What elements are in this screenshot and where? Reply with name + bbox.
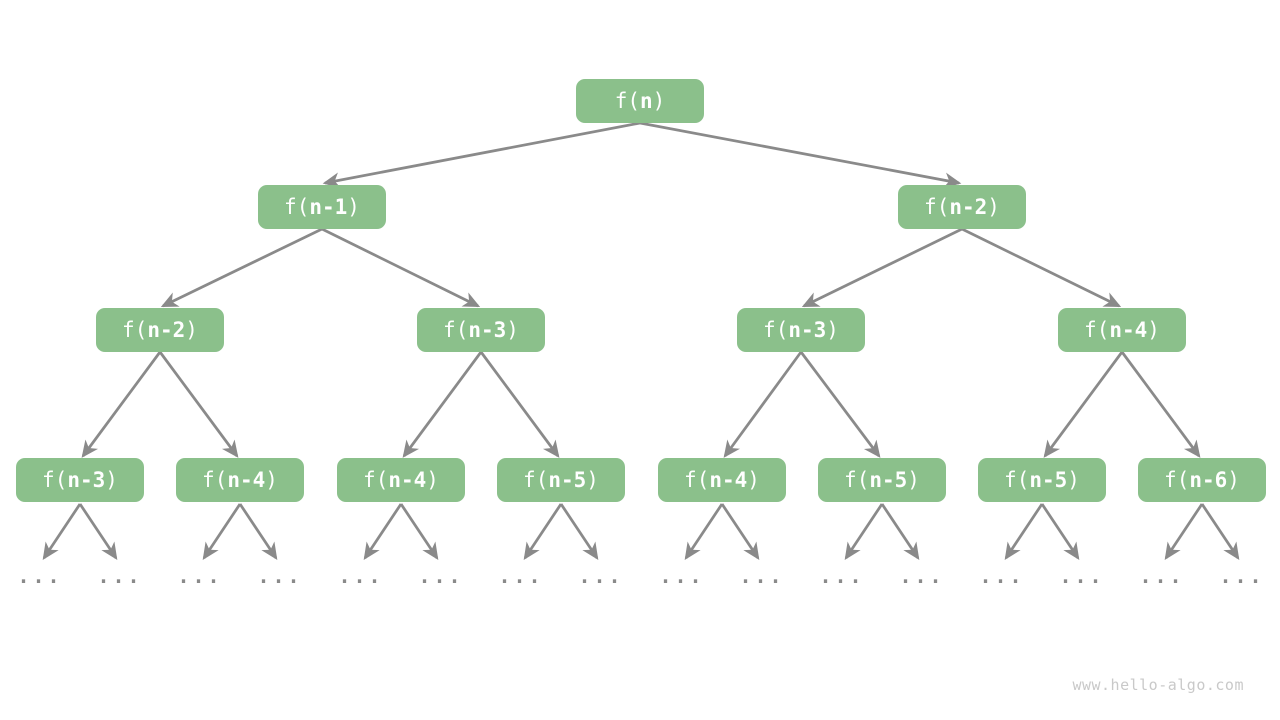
node-text-arg: n-6 (1189, 467, 1228, 492)
ellipsis-leaf: ... (498, 564, 544, 588)
node-text: f( (443, 317, 469, 342)
ellipsis-leaf: ... (739, 564, 785, 588)
ellipsis-leaf: ... (338, 564, 384, 588)
node-text: ) (1147, 317, 1160, 342)
node-text: f( (122, 317, 148, 342)
tree-node: f(n-6) (1138, 458, 1266, 502)
node-text: ) (987, 194, 1000, 219)
node-text: ) (426, 467, 439, 492)
ellipsis-leaf: ... (1059, 564, 1105, 588)
node-text-arg: n-3 (67, 467, 106, 492)
tree-node: f(n-5) (978, 458, 1106, 502)
node-text: ) (265, 467, 278, 492)
node-text: ) (907, 467, 920, 492)
node-text: f( (202, 467, 228, 492)
node-text: f( (363, 467, 389, 492)
node-text: f( (684, 467, 710, 492)
node-text: f( (1084, 317, 1110, 342)
node-text: ) (1067, 467, 1080, 492)
node-text: ) (506, 317, 519, 342)
ellipsis-leaf: ... (17, 564, 63, 588)
node-text: f( (1164, 467, 1190, 492)
ellipsis-leaf: ... (1219, 564, 1265, 588)
node-text: ) (185, 317, 198, 342)
node-text-arg: n-2 (147, 317, 186, 342)
watermark: www.hello-algo.com (1072, 676, 1244, 694)
node-text: f( (924, 194, 950, 219)
ellipsis-leaf: ... (979, 564, 1025, 588)
node-text-arg: n-5 (869, 467, 908, 492)
tree-node: f(n-3) (417, 308, 545, 352)
ellipsis-leaf: ... (819, 564, 865, 588)
node-text: f( (523, 467, 549, 492)
node-text: f( (1004, 467, 1030, 492)
node-text-arg: n-4 (227, 467, 266, 492)
ellipsis-leaf: ... (418, 564, 464, 588)
tree-node: f(n-2) (898, 185, 1026, 229)
tree-node: f(n-4) (176, 458, 304, 502)
node-text: f( (42, 467, 68, 492)
tree-node: f(n-2) (96, 308, 224, 352)
node-text-arg: n-4 (388, 467, 427, 492)
node-text-arg: n-5 (1029, 467, 1068, 492)
node-text-arg: n-3 (468, 317, 507, 342)
tree-node: f(n-4) (658, 458, 786, 502)
node-text-arg: n-2 (949, 194, 988, 219)
tree-node: f(n-4) (1058, 308, 1186, 352)
tree-node: f(n-4) (337, 458, 465, 502)
node-text-arg: n-4 (1109, 317, 1148, 342)
node-text: ) (347, 194, 360, 219)
tree-node: f(n-1) (258, 185, 386, 229)
ellipsis-leaf: ... (899, 564, 945, 588)
node-text: ) (105, 467, 118, 492)
tree-node: f(n) (576, 79, 704, 123)
node-text: ) (747, 467, 760, 492)
ellipsis-leaf: ... (1139, 564, 1185, 588)
tree-node: f(n-3) (16, 458, 144, 502)
node-text: ) (586, 467, 599, 492)
node-text-arg: n-4 (709, 467, 748, 492)
tree-node: f(n-5) (818, 458, 946, 502)
node-text-arg: n (639, 88, 653, 113)
ellipsis-leaf: ... (578, 564, 624, 588)
node-text: f( (614, 88, 640, 113)
ellipsis-leaf: ... (257, 564, 303, 588)
node-text: ) (826, 317, 839, 342)
tree-node: f(n-5) (497, 458, 625, 502)
node-text: f( (763, 317, 789, 342)
node-text-arg: n-1 (309, 194, 348, 219)
ellipsis-leaf: ... (97, 564, 143, 588)
ellipsis-leaf: ... (177, 564, 223, 588)
node-text-arg: n-5 (548, 467, 587, 492)
node-text: ) (652, 88, 666, 113)
node-text: ) (1227, 467, 1240, 492)
ellipsis-leaf: ... (659, 564, 705, 588)
tree-node: f(n-3) (737, 308, 865, 352)
node-text: f( (284, 194, 310, 219)
node-text: f( (844, 467, 870, 492)
node-text-arg: n-3 (788, 317, 827, 342)
